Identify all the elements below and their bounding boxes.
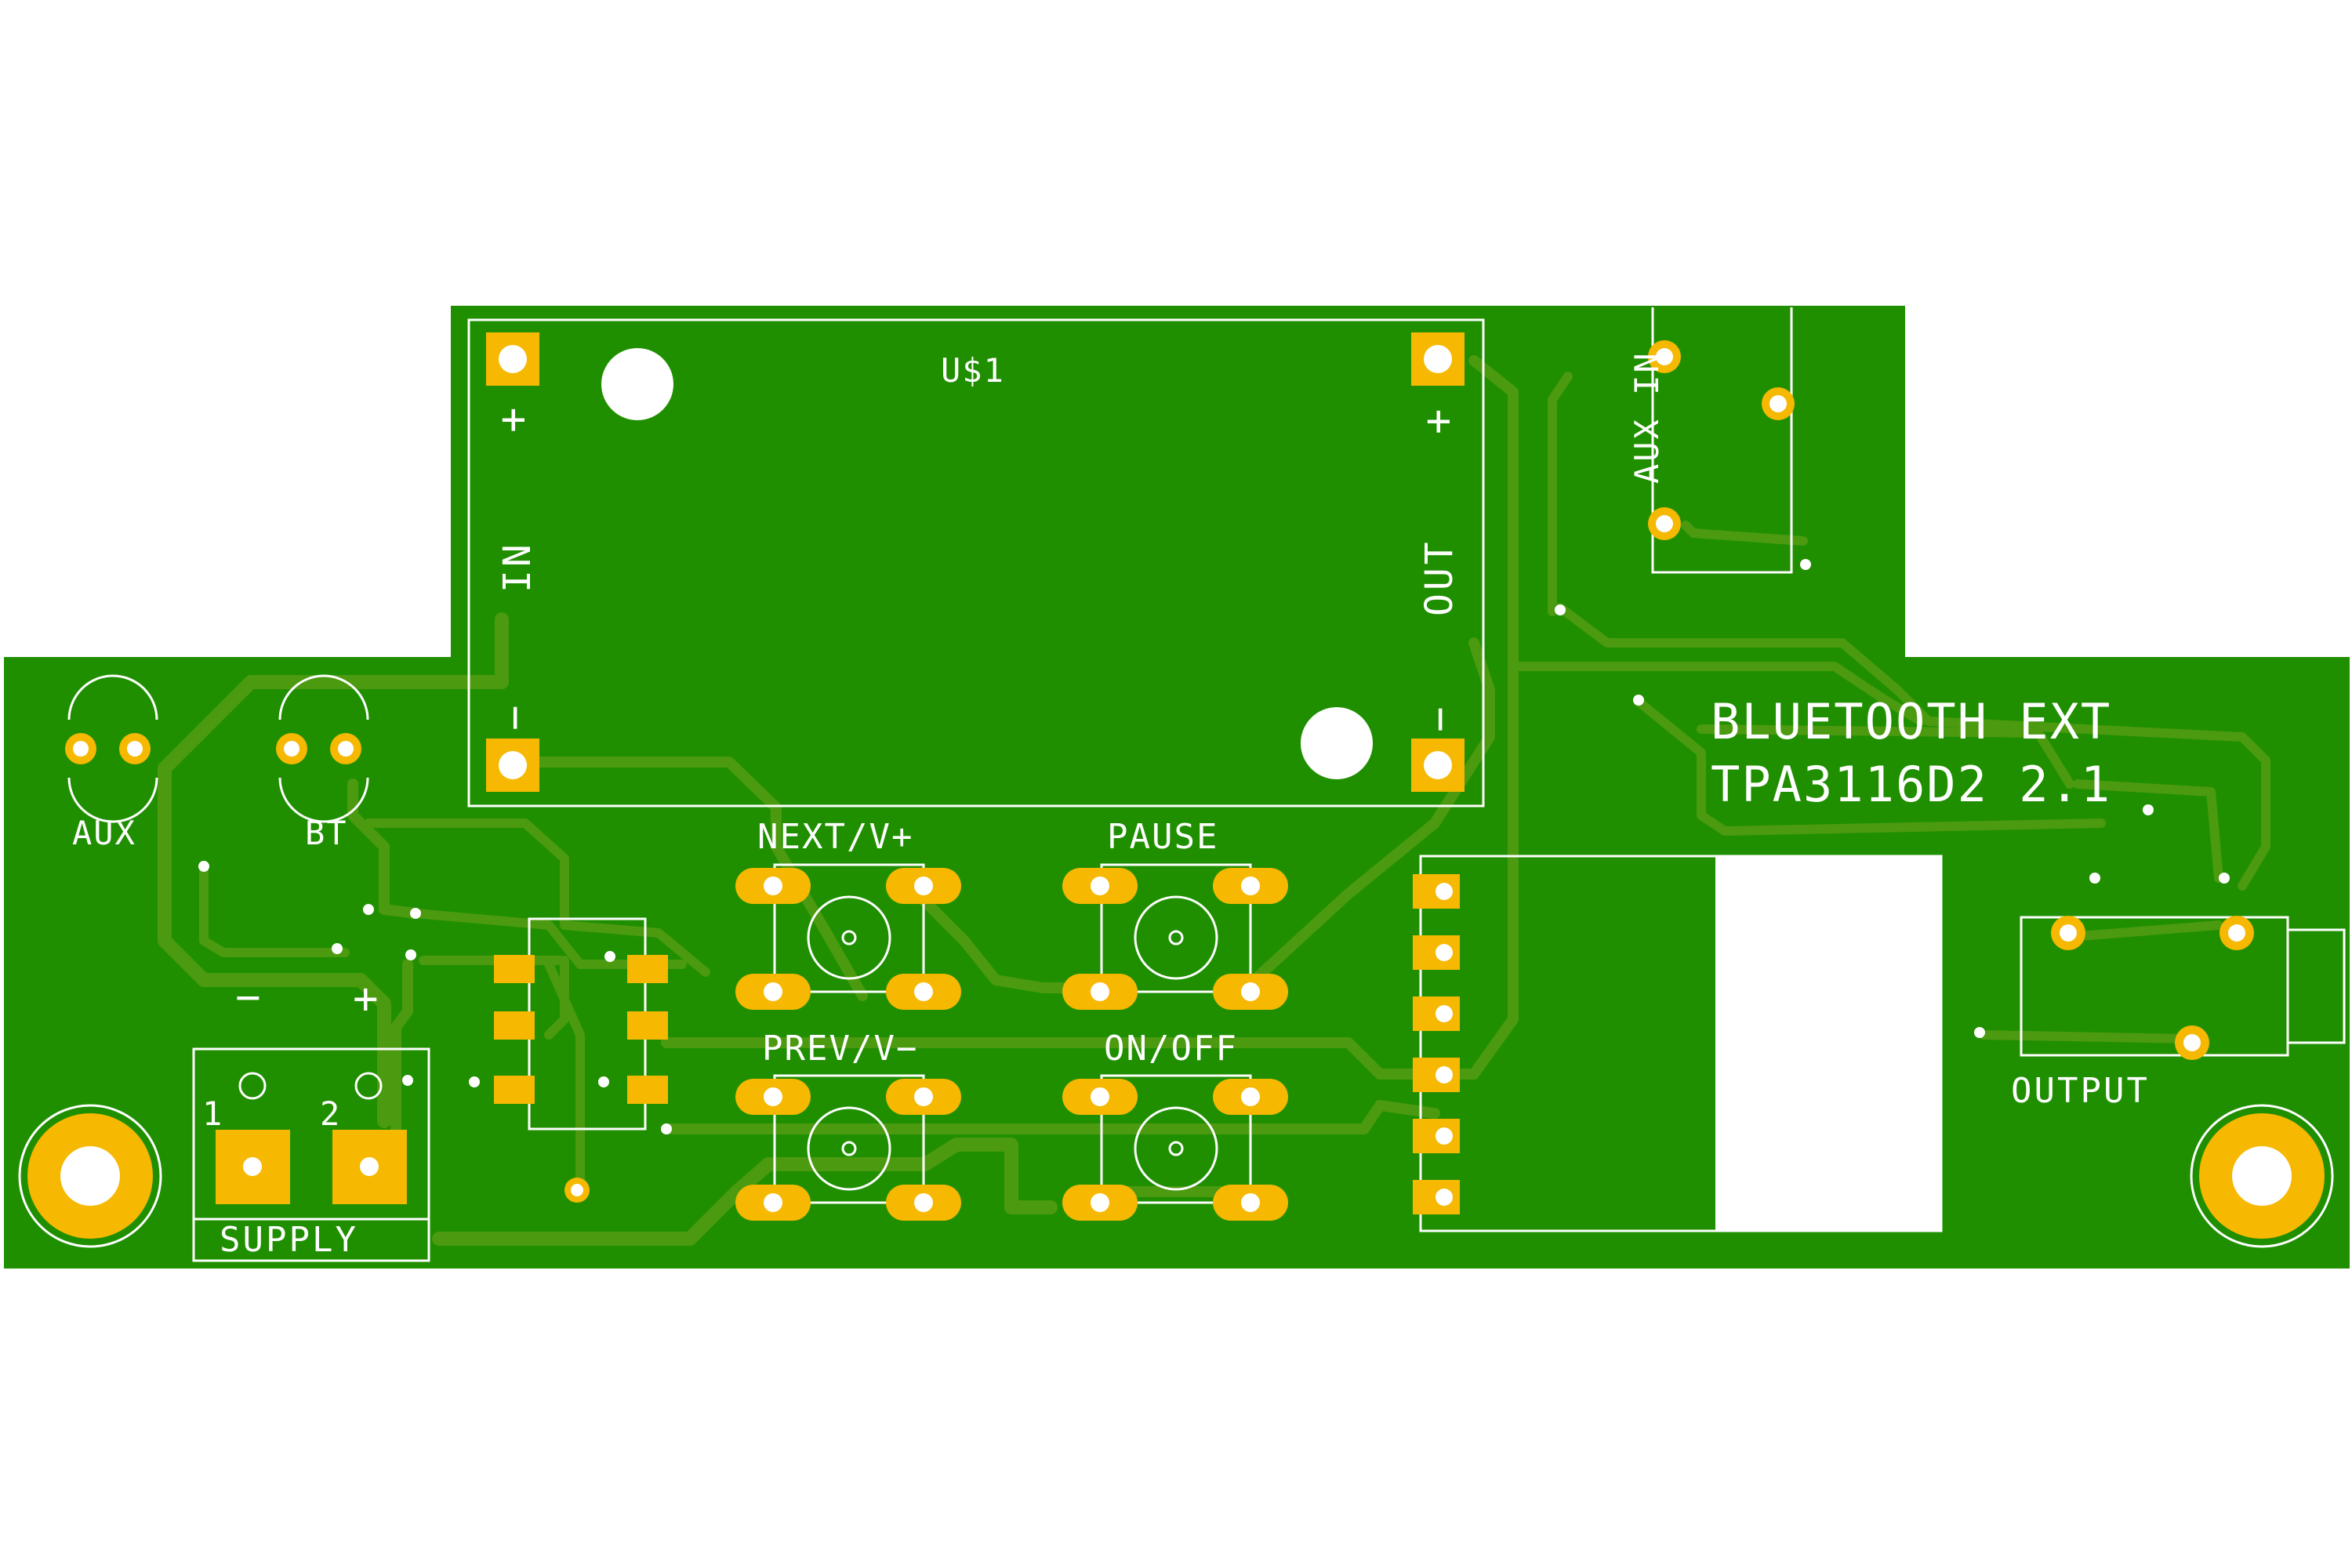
board-title-line2: TPA3116D2 2.1	[1711, 756, 2111, 813]
copper-traces	[158, 355, 2270, 1246]
button-prev	[735, 1074, 961, 1221]
module-label: U$1	[941, 351, 1005, 390]
supply-pin2-label: 2	[320, 1094, 339, 1133]
bluetooth-module	[1413, 855, 1943, 1232]
led-bt-label: BT	[305, 814, 348, 852]
supply-pin1-label: 1	[202, 1094, 222, 1133]
mounting-hole-right	[2190, 1104, 2334, 1248]
out-plus-label: +	[1413, 408, 1462, 434]
out-label: OUT	[1417, 539, 1461, 616]
button-onoff-label: ON/OFF	[1104, 1029, 1238, 1069]
button-pause-label: PAUSE	[1107, 817, 1218, 857]
in-minus-label: −	[489, 705, 539, 731]
button-pause	[1062, 863, 1288, 1010]
vias	[198, 559, 2230, 1203]
supply-minus-label: −	[235, 972, 261, 1022]
out-minus-label: −	[1414, 706, 1464, 732]
in-plus-label: +	[488, 407, 537, 433]
mounting-hole-left	[18, 1104, 162, 1248]
led-aux	[65, 674, 158, 823]
led-bt	[276, 674, 369, 823]
in-label: IN	[495, 541, 539, 593]
button-onoff	[1062, 1074, 1288, 1221]
supply-label: SUPPLY	[220, 1220, 358, 1260]
aux-in-label: AUX IN	[1628, 350, 1666, 484]
module-u1	[467, 318, 1485, 808]
aux-in-jack	[1648, 307, 1795, 574]
ic-soic8	[494, 917, 668, 1131]
output-label: OUTPUT	[2011, 1071, 2150, 1111]
board-title-line1: BLUETOOTH EXT	[1711, 693, 2111, 750]
supply-terminal	[192, 1047, 430, 1262]
button-next-label: NEXT/V+	[757, 817, 913, 857]
supply-plus-label: +	[353, 974, 379, 1023]
led-aux-label: AUX	[72, 814, 136, 852]
button-prev-label: PREV/V−	[762, 1029, 918, 1069]
output-jack	[2020, 916, 2346, 1060]
button-next	[735, 863, 961, 1010]
